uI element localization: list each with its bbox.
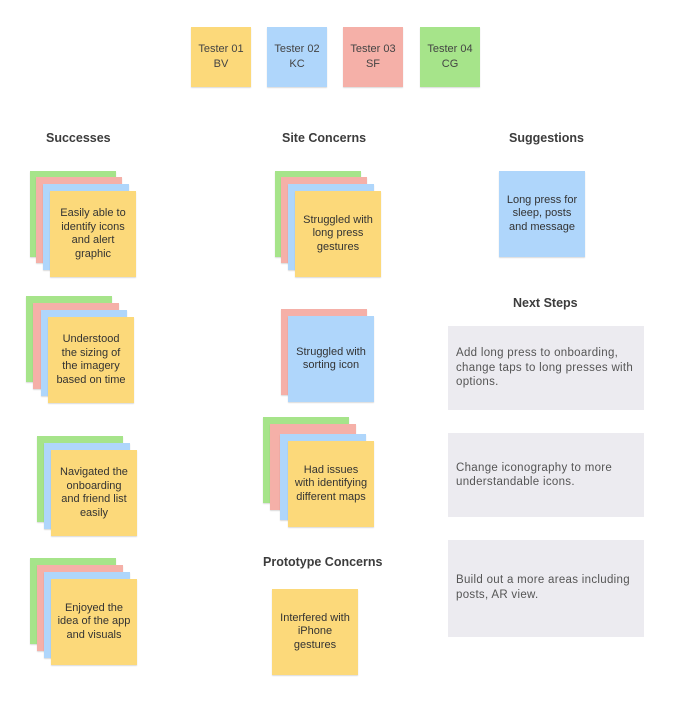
tester-initials: BV xyxy=(213,58,229,70)
suggestion-note: Long press for sleep, posts and message xyxy=(499,171,585,257)
tester-name: Tester 02 xyxy=(274,43,320,55)
next-step-panel-2: Change iconography to more understandabl… xyxy=(448,433,644,517)
tester-02-note: Tester 02 KC xyxy=(267,27,327,87)
next-step-text: Change iconography to more understandabl… xyxy=(456,461,613,489)
next-step-panel-3: Build out a more areas including posts, … xyxy=(448,540,644,637)
success-note: Understood the sizing of the imagery bas… xyxy=(48,317,134,403)
tester-01-note: Tester 01 BV xyxy=(191,27,251,87)
tester-name: Tester 04 xyxy=(427,43,473,55)
next-steps-header: Next Steps xyxy=(513,296,578,310)
next-step-text: Build out a more areas including posts, … xyxy=(456,574,630,601)
successes-header: Successes xyxy=(46,131,111,145)
tester-initials: SF xyxy=(365,58,381,70)
tester-name: Tester 01 xyxy=(198,43,244,55)
success-note: Enjoyed the idea of the app and visuals xyxy=(51,579,137,665)
tester-03-note: Tester 03 SF xyxy=(343,27,403,87)
next-step-panel-1: Add long press to onboarding, change tap… xyxy=(448,326,644,410)
tester-initials: CG xyxy=(441,58,459,70)
tester-initials: KC xyxy=(289,58,305,70)
suggestions-header: Suggestions xyxy=(509,131,585,145)
site-concern-note: Had issues with identifying different ma… xyxy=(288,441,374,527)
tester-04-note: Tester 04 CG xyxy=(420,27,480,87)
tester-name: Tester 03 xyxy=(350,43,396,55)
site-concerns-header: Site Concerns xyxy=(282,131,367,145)
site-concern-note: Struggled with long press gestures xyxy=(295,191,381,277)
prototype-concern-note: Interfered with iPhone gestures xyxy=(272,589,358,675)
success-note: Navigated the onboarding and friend list… xyxy=(51,450,137,536)
prototype-concerns-header: Prototype Concerns xyxy=(263,555,383,569)
next-step-text: Add long press to onboarding, change tap… xyxy=(456,347,634,389)
success-note: Easily able to identify icons and alert … xyxy=(50,191,136,277)
site-concern-note: Struggled with sorting icon xyxy=(288,316,374,402)
